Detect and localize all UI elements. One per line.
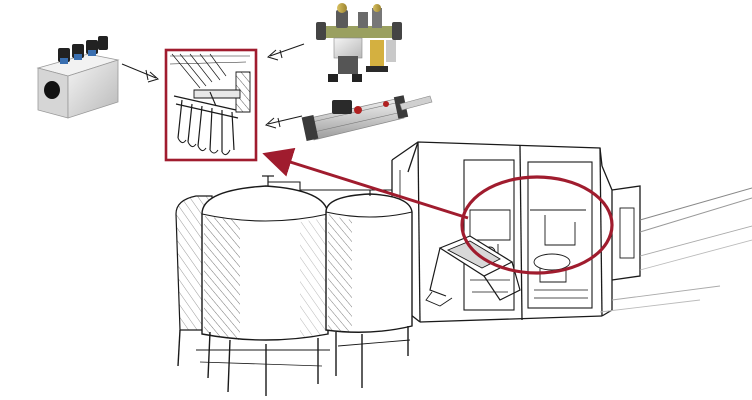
valve-connector-arrow bbox=[266, 43, 305, 61]
machine-cabinet-icon bbox=[391, 141, 752, 323]
cylinder-connector-arrow bbox=[264, 115, 303, 129]
manifold-connector-arrow bbox=[121, 63, 160, 83]
valve-manifold-icon bbox=[36, 36, 120, 119]
control-panel-icon bbox=[425, 235, 521, 307]
gripper-detail-icon bbox=[164, 48, 258, 162]
pneumatic-cylinder-icon bbox=[301, 95, 433, 141]
valve-assembly-icon bbox=[316, 3, 402, 82]
highlight-ellipse-icon bbox=[460, 175, 614, 275]
tank-right bbox=[325, 193, 413, 333]
storage-tank-icon bbox=[175, 175, 413, 396]
tank-center bbox=[201, 175, 329, 341]
pointer-arrow-icon bbox=[262, 147, 469, 220]
